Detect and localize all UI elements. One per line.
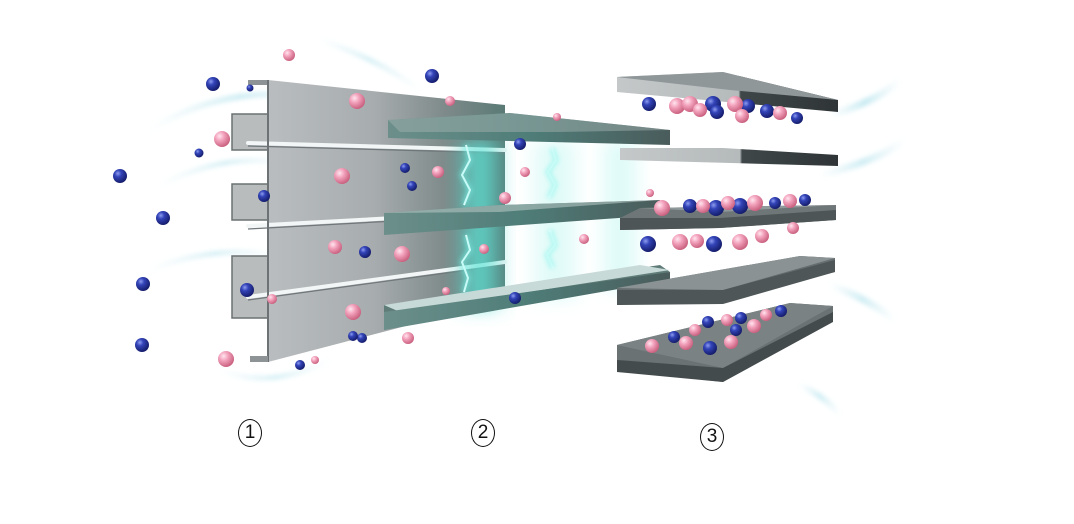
- ions-blue: [113, 69, 811, 370]
- adsorption-plates: [617, 72, 838, 382]
- ions-pink: [214, 49, 799, 367]
- stage-label-3: 3: [700, 423, 724, 451]
- charged-plates: [384, 113, 670, 330]
- stage-label-1: 1: [238, 419, 262, 447]
- stage-label-2: 2: [471, 419, 495, 447]
